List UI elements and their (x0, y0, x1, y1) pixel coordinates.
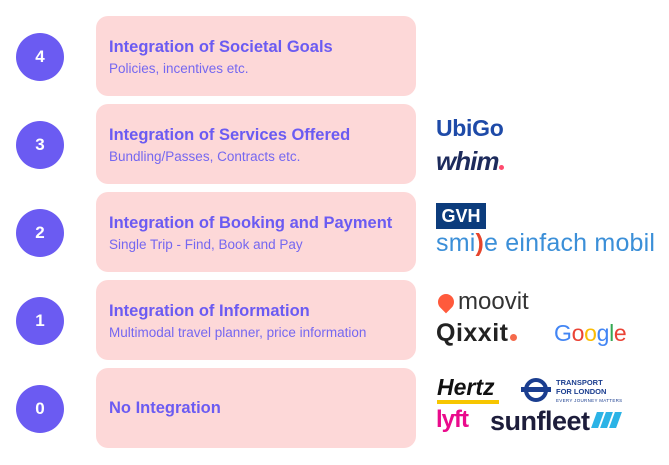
level-number-circle: 0 (16, 385, 64, 433)
level-subtitle: Bundling/Passes, Contracts etc. (109, 149, 301, 164)
smile-logo-part1: smi (436, 229, 476, 257)
tfl-roundel-bar (521, 387, 551, 392)
level-title: Integration of Societal Goals (109, 38, 333, 56)
location-pin-icon (434, 290, 458, 314)
sunfleet-stripes-icon (590, 404, 622, 435)
google-letter: G (554, 320, 572, 346)
google-letter: g (596, 320, 610, 346)
whim-logo: whim (436, 146, 505, 177)
smile-logo: smi)e einfach mobil (436, 229, 655, 258)
qixxit-logo-text: Qixxit (436, 319, 509, 347)
whim-logo-text: whim (436, 146, 499, 176)
tfl-logo: TRANSPORT FOR LONDON EVERY JOURNEY MATTE… (521, 377, 634, 407)
level-box: Integration of Information Multimodal tr… (96, 280, 416, 360)
level-box: Integration of Services Offered Bundling… (96, 104, 416, 184)
level-title: No Integration (109, 399, 221, 417)
level-subtitle: Multimodal travel planner, price informa… (109, 325, 367, 340)
level-box: Integration of Societal Goals Policies, … (96, 16, 416, 96)
level-row-1: 1 Integration of Information Multimodal … (0, 280, 669, 360)
level-row-3: 3 Integration of Services Offered Bundli… (0, 104, 669, 184)
qixxit-logo: Qixxit (436, 319, 518, 348)
sunfleet-logo: sunfleet (490, 404, 622, 437)
google-letter: o (571, 320, 585, 346)
whim-dot-icon (499, 165, 505, 170)
hertz-logo: Hertz (437, 375, 499, 404)
ubigo-logo: UbiGo (436, 115, 504, 141)
moovit-logo: moovit (434, 288, 529, 316)
lyft-logo: lyft (436, 406, 469, 433)
level-row-0: 0 No Integration (0, 368, 669, 448)
google-logo: Google (554, 320, 627, 347)
level-row-4: 4 Integration of Societal Goals Policies… (0, 16, 669, 96)
level-subtitle: Single Trip - Find, Book and Pay (109, 237, 303, 252)
level-number-circle: 2 (16, 209, 64, 257)
tfl-logo-text: TRANSPORT FOR LONDON (556, 378, 606, 396)
google-letter: l (609, 320, 614, 346)
smile-logo-part2: e einfach mobil (484, 229, 656, 257)
tfl-line-2: FOR LONDON (556, 387, 607, 396)
moovit-logo-text: moovit (458, 288, 529, 315)
smile-logo-paren: ) (475, 229, 485, 257)
level-row-2: 2 Integration of Booking and Payment Sin… (0, 192, 669, 272)
level-title: Integration of Services Offered (109, 126, 351, 144)
level-box: Integration of Booking and Payment Singl… (96, 192, 416, 272)
google-letter: e (613, 320, 627, 346)
level-title: Integration of Booking and Payment (109, 214, 393, 232)
level-box: No Integration (96, 368, 416, 448)
level-number-circle: 1 (16, 297, 64, 345)
qixxit-dot-icon (510, 334, 518, 341)
google-letter: o (584, 320, 597, 346)
level-title: Integration of Information (109, 302, 310, 320)
level-number-circle: 3 (16, 121, 64, 169)
tfl-tagline: EVERY JOURNEY MATTERS (556, 398, 623, 403)
level-number-circle: 4 (16, 33, 64, 81)
gvh-logo: GVH (436, 203, 486, 229)
sunfleet-logo-text: sunfleet (490, 406, 590, 436)
tfl-line-1: TRANSPORT (556, 378, 603, 387)
level-subtitle: Policies, incentives etc. (109, 61, 249, 76)
